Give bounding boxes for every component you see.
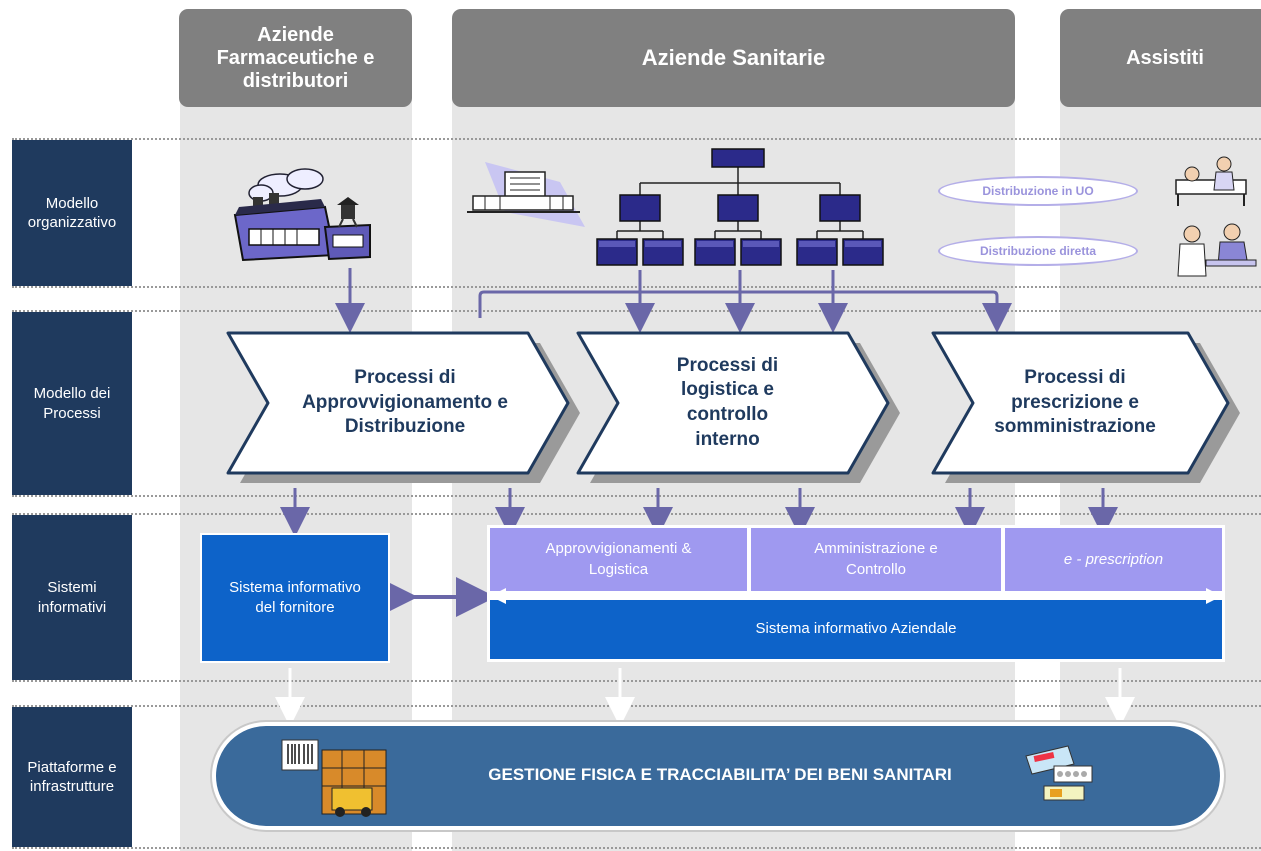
row-separator xyxy=(12,138,1261,140)
row-label-sistemi: Sistemi informativi xyxy=(12,515,132,680)
distribuzione-diretta-label: Distribuzione diretta xyxy=(979,244,1096,258)
sistema-aziendale-box: Sistema informativo Aziendale xyxy=(490,600,1222,659)
column-header-sanitarie-label: Aziende Sanitarie xyxy=(641,45,826,71)
platform-title: GESTIONE FISICA E TRACCIABILITA’ DEI BEN… xyxy=(430,760,1010,790)
amministrazione-box: Amministrazione e Controllo xyxy=(751,528,1001,591)
sistema-fornitore-label: Sistema informativo del fornitore xyxy=(229,578,361,616)
distribuzione-uo-label: Distribuzione in UO xyxy=(982,184,1094,198)
sistema-fornitore-box: Sistema informativo del fornitore xyxy=(200,533,390,663)
column-header-pharma: Aziende Farmaceutiche e distributori xyxy=(179,9,412,107)
process-logistica-label: Processi di logistica e controllo intern… xyxy=(676,354,779,450)
aziendale-double-arrow xyxy=(490,588,1222,604)
process-approvvigionamento: Processi di Approvvigionamento e Distrib… xyxy=(270,340,540,466)
doctor-patient-icon xyxy=(1177,223,1257,277)
eprescription-box: e - prescription xyxy=(1005,528,1222,591)
amministrazione-label: Amministrazione e Controllo xyxy=(814,540,938,578)
row-separator xyxy=(12,847,1261,849)
row-label-processi-text: Modello dei Processi xyxy=(33,385,111,422)
row-label-organizzativo: Modello organizzativo xyxy=(12,140,132,286)
row-separator xyxy=(12,286,1261,288)
column-header-sanitarie: Aziende Sanitarie xyxy=(452,9,1015,107)
column-header-assistiti-label: Assistiti xyxy=(1126,46,1204,69)
distribuzione-uo-pill: Distribuzione in UO xyxy=(938,176,1138,206)
approvvigionamenti-label: Approvvigionamenti & Logistica xyxy=(545,540,692,578)
column-header-assistiti: Assistiti xyxy=(1060,9,1261,107)
hospital-icon xyxy=(467,162,585,227)
factory-icon xyxy=(233,168,371,262)
eprescription-label: e - prescription xyxy=(1063,551,1164,568)
column-header-pharma-label: Aziende Farmaceutiche e distributori xyxy=(216,23,375,92)
process-logistica: Processi di logistica e controllo intern… xyxy=(615,340,840,466)
row-label-sistemi-text: Sistemi informativi xyxy=(37,579,107,616)
row-label-processi: Modello dei Processi xyxy=(12,312,132,495)
medicine-pack-icon xyxy=(1025,745,1093,801)
row-separator xyxy=(12,680,1261,682)
warehouse-forklift-icon xyxy=(281,739,387,817)
row-separator xyxy=(12,495,1261,497)
distribuzione-diretta-pill: Distribuzione diretta xyxy=(938,236,1138,266)
row-label-piattaforme-text: Piattaforme e infrastrutture xyxy=(27,758,117,796)
process-approvvigionamento-label: Processi di Approvvigionamento e Distrib… xyxy=(302,366,508,438)
row-label-organizzativo-text: Modello organizzativo xyxy=(27,194,117,232)
row-label-piattaforme: Piattaforme e infrastrutture xyxy=(12,707,132,847)
platform-title-text: GESTIONE FISICA E TRACCIABILITA’ DEI BEN… xyxy=(488,765,952,784)
process-prescrizione: Processi di prescrizione e somministrazi… xyxy=(970,340,1180,466)
process-prescrizione-label: Processi di prescrizione e somministrazi… xyxy=(994,366,1156,438)
row-separator xyxy=(12,513,1261,515)
row-separator xyxy=(12,705,1261,707)
approvvigionamenti-box: Approvvigionamenti & Logistica xyxy=(490,528,747,591)
org-chart xyxy=(596,148,884,266)
sistema-aziendale-label: Sistema informativo Aziendale xyxy=(755,620,957,638)
patient-bed-icon xyxy=(1175,156,1247,206)
